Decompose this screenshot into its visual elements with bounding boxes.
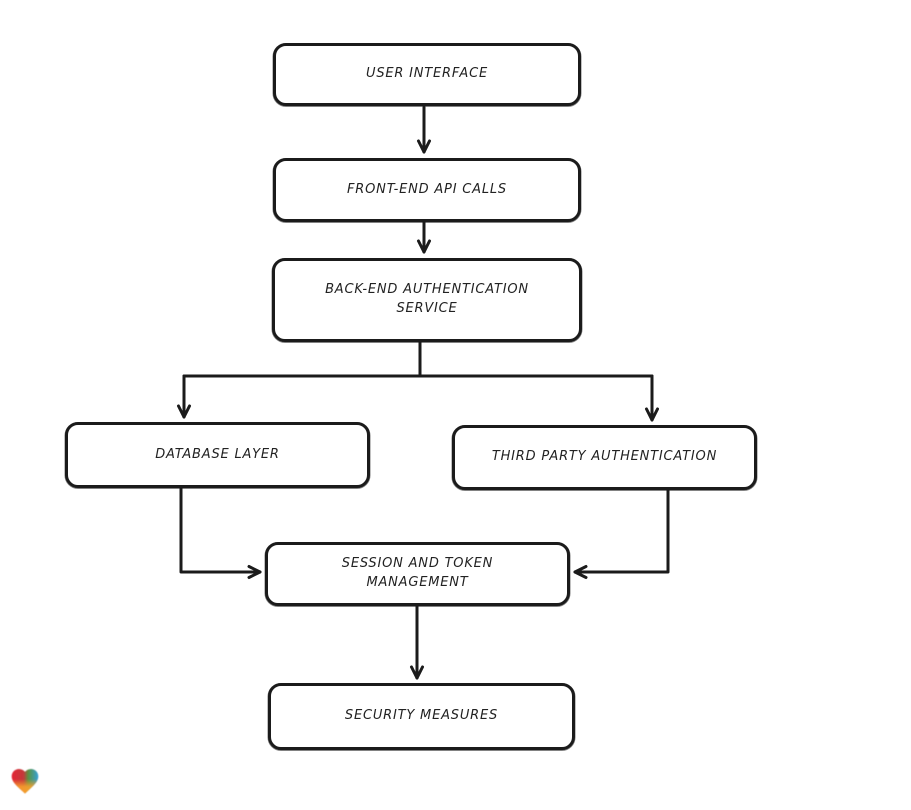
node-security-measures-label: SECURITY MEASURES (344, 708, 499, 724)
node-back-end-authentication-service[interactable]: BACK-END AUTHENTICATION SERVICE (272, 258, 582, 342)
node-database-layer-label: DATABASE LAYER (155, 446, 280, 462)
edge-third-party-to-session (573, 488, 670, 579)
node-front-end-api-calls[interactable]: FRONT-END API CALLS (273, 158, 581, 222)
node-user-interface-label: USER INTERFACE (366, 66, 488, 82)
node-session-and-token-management[interactable]: SESSION AND TOKEN MANAGEMENT (265, 542, 570, 606)
node-third-party-authentication[interactable]: THIRD PARTY AUTHENTICATION (452, 425, 757, 490)
heart-icon (11, 769, 39, 794)
edge-back-end-split-trunk (182, 340, 654, 378)
node-third-party-authentication-label: THIRD PARTY AUTHENTICATION (491, 449, 718, 465)
node-user-interface[interactable]: USER INTERFACE (273, 43, 581, 106)
node-session-and-token-management-label: SESSION AND TOKEN MANAGEMENT (341, 556, 494, 590)
node-database-layer[interactable]: DATABASE LAYER (65, 422, 370, 488)
node-back-end-authentication-service-label: BACK-END AUTHENTICATION SERVICE (325, 282, 529, 316)
node-front-end-api-calls-label: FRONT-END API CALLS (347, 181, 507, 197)
edge-database-layer-to-session (179, 486, 262, 579)
eraser-heart-logo[interactable] (9, 765, 41, 797)
node-security-measures[interactable]: SECURITY MEASURES (268, 683, 575, 750)
